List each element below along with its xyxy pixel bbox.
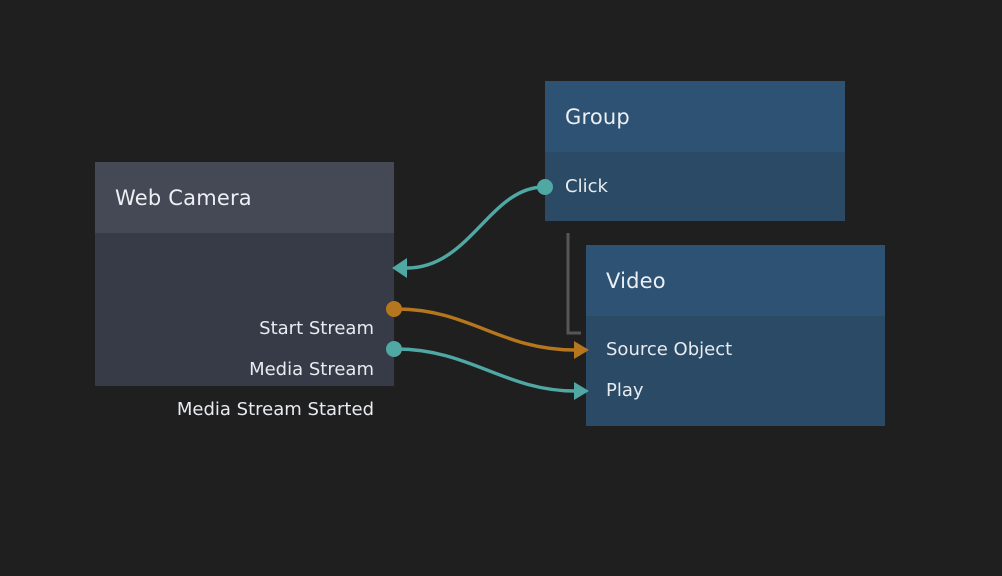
port-media-stream-started-label: Media Stream Started [176, 399, 374, 420]
port-source-object-label: Source Object [606, 339, 733, 360]
connection-click-to-start-stream [405, 185, 546, 270]
node-video-header[interactable]: Video [586, 245, 885, 316]
port-click-label: Click [565, 176, 608, 197]
group-membership-bracket [566, 233, 581, 335]
node-group[interactable]: Group Click [545, 81, 845, 221]
node-web-camera-header[interactable]: Web Camera [95, 162, 394, 233]
port-source-object[interactable]: Source Object [606, 341, 732, 359]
node-group-title: Group [565, 104, 630, 129]
node-web-camera[interactable]: Web Camera Start Stream Media Stream Med… [95, 162, 394, 419]
port-marker-source-object-arrow-icon[interactable] [574, 341, 589, 359]
connection-media-stream-to-source-object [394, 307, 577, 352]
port-marker-media-stream-dot-icon[interactable] [386, 301, 402, 317]
port-media-stream-started[interactable]: Media Stream Started [177, 401, 374, 419]
node-web-camera-body: Start Stream Media Stream Media Stream S… [95, 233, 394, 419]
port-marker-media-stream-started-dot-icon[interactable] [386, 341, 402, 357]
port-play[interactable]: Play [606, 382, 644, 400]
connection-media-stream-started-to-play [394, 347, 577, 393]
node-group-header[interactable]: Group [545, 81, 845, 152]
port-click[interactable]: Click [565, 178, 608, 196]
node-video[interactable]: Video Source Object Play [586, 245, 885, 426]
node-video-body: Source Object Play [586, 316, 885, 426]
port-start-stream-label: Start Stream [259, 318, 374, 339]
node-group-body: Click [545, 152, 845, 221]
port-marker-play-arrow-icon[interactable] [574, 382, 589, 400]
port-media-stream[interactable]: Media Stream [249, 361, 374, 379]
port-start-stream[interactable]: Start Stream [259, 320, 374, 338]
node-web-camera-title: Web Camera [115, 185, 252, 210]
port-marker-click-dot-icon[interactable] [537, 179, 553, 195]
port-media-stream-label: Media Stream [249, 359, 374, 380]
port-play-label: Play [606, 380, 644, 401]
node-video-title: Video [606, 268, 666, 293]
port-marker-start-stream-arrow-icon[interactable] [392, 258, 407, 278]
